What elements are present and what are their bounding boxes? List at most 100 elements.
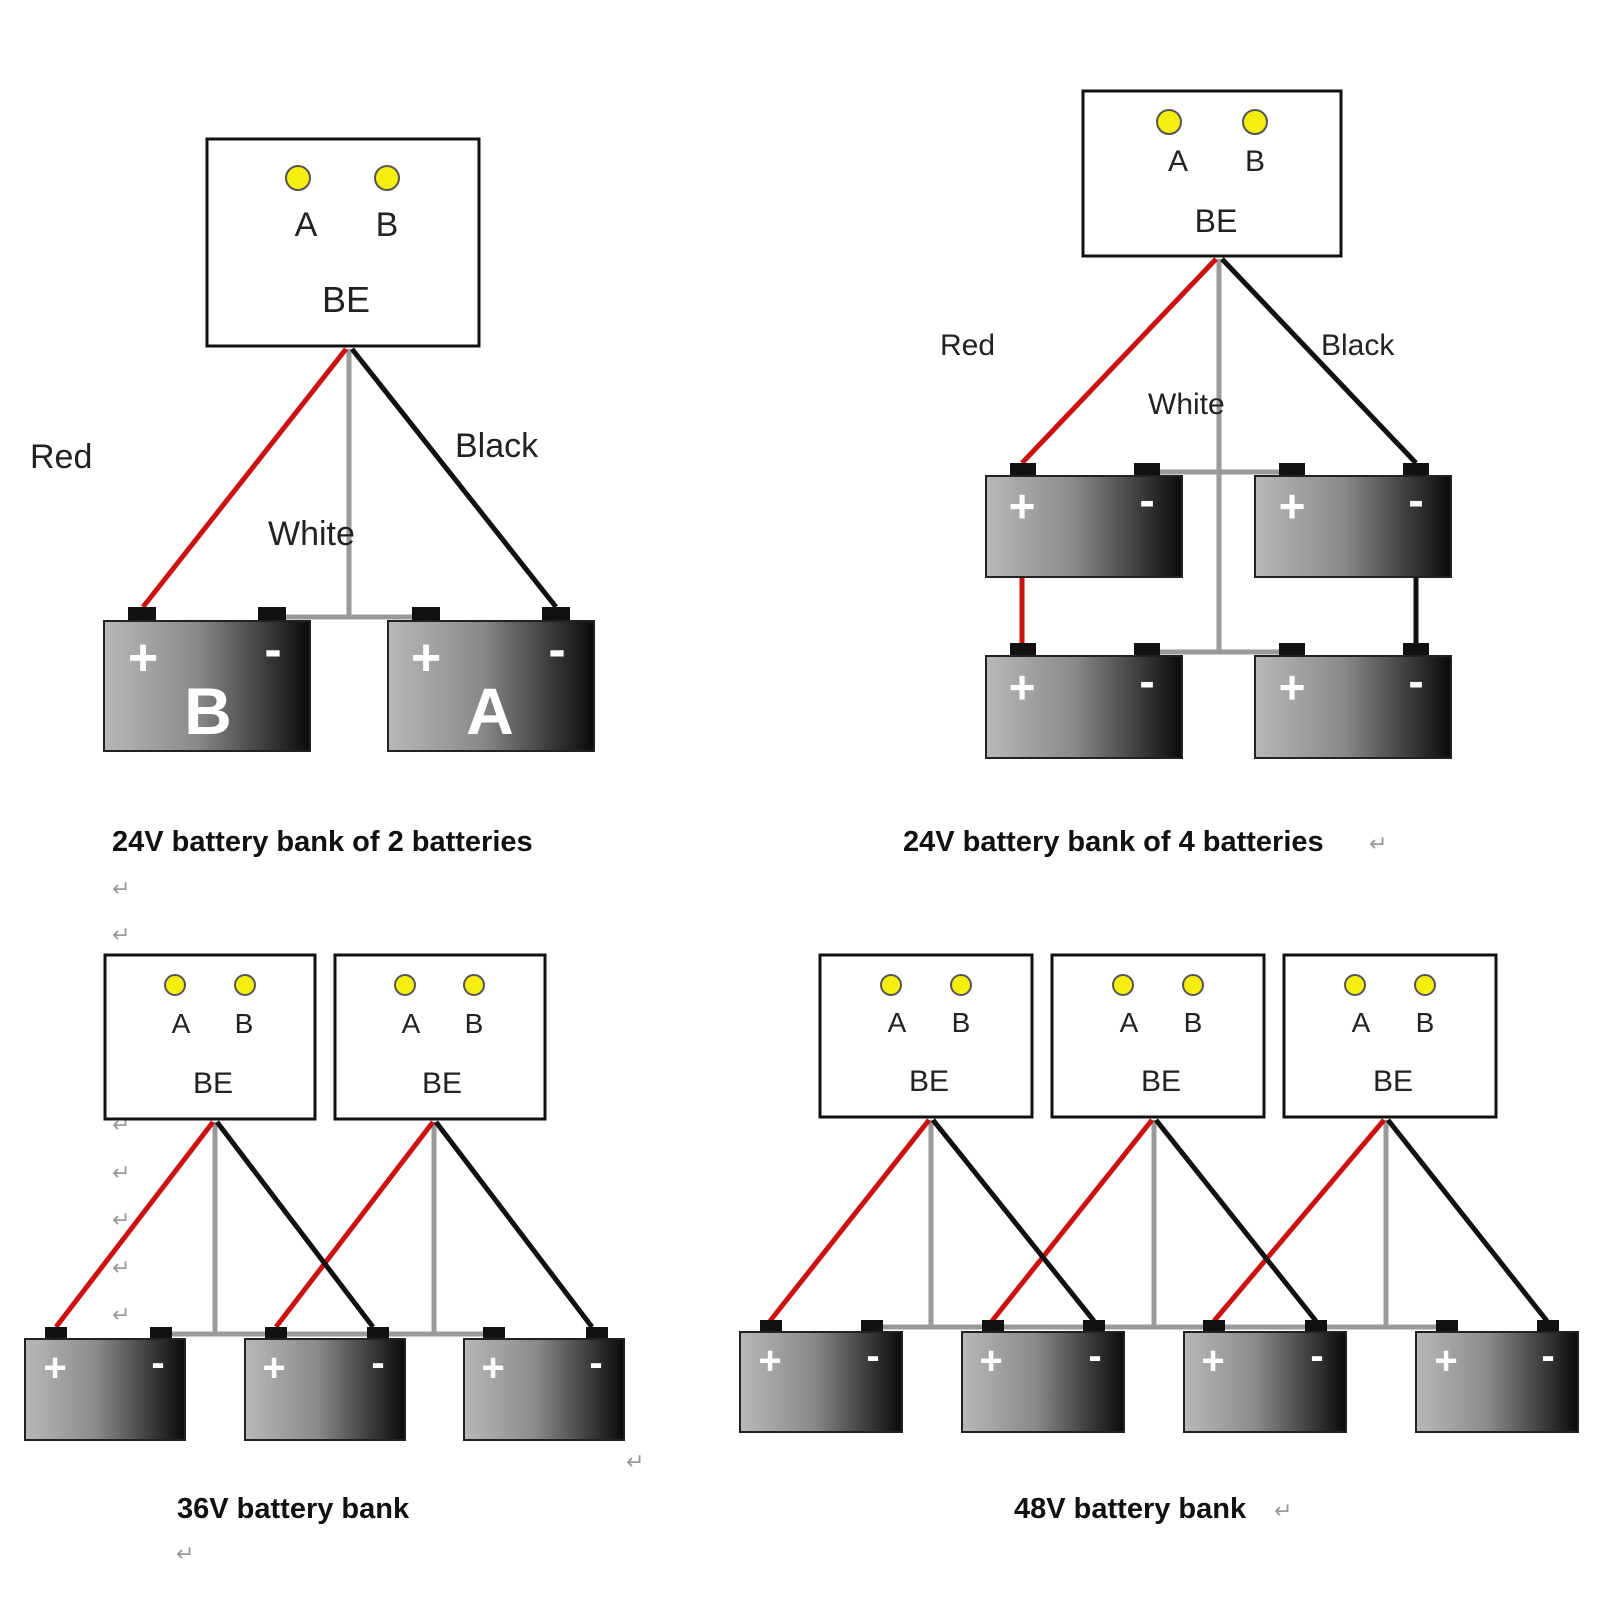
panel-24v-2-batteries: A B BE Red White Black + - B + - A 24V b…: [30, 137, 595, 858]
minus-terminal-label: -: [548, 621, 565, 679]
be-module: A B BE: [103, 953, 317, 1121]
svg-text:B: B: [1184, 1007, 1203, 1038]
battery-4: + -: [1415, 1320, 1579, 1433]
led-b-icon: [1242, 109, 1268, 135]
plus-terminal-label: +: [1009, 661, 1036, 713]
module-name: BE: [193, 1067, 233, 1100]
svg-text:+: +: [262, 1346, 285, 1390]
svg-text:B: B: [1416, 1007, 1435, 1038]
caption: 24V battery bank of 2 batteries: [112, 826, 533, 858]
return-mark: ↵: [1369, 832, 1387, 857]
svg-text:BE: BE: [909, 1065, 949, 1098]
battery-b-label: B: [184, 674, 232, 748]
led-a-icon: [1156, 109, 1182, 135]
led-b-label: B: [1245, 145, 1265, 178]
minus-terminal-label: -: [1139, 474, 1154, 526]
black-wire: [434, 1120, 594, 1329]
minus-terminal-label: -: [1139, 655, 1154, 707]
be-module: A B BE: [333, 953, 547, 1121]
panel-48v: A B BE A B BE A B BE: [739, 953, 1579, 1525]
be-module: A B BE: [1081, 89, 1343, 258]
battery-3: + -: [463, 1327, 625, 1441]
led-a-icon: [164, 974, 186, 996]
black-wire: [1154, 1118, 1318, 1323]
red-wire-label: Red: [940, 329, 995, 362]
led-b-icon: [374, 165, 400, 191]
black-wire: [350, 347, 558, 609]
led-a-label: A: [172, 1008, 191, 1039]
caption: 24V battery bank of 4 batteries: [903, 826, 1324, 858]
battery-b: + - B: [103, 607, 311, 752]
led-a-icon: [1112, 974, 1134, 996]
return-mark: ↵: [1274, 1499, 1292, 1524]
led-a-label: A: [295, 206, 318, 244]
svg-text:-: -: [1541, 1334, 1554, 1378]
led-b-label: B: [465, 1008, 484, 1039]
red-wire: [274, 1120, 435, 1329]
battery-3: + -: [1183, 1320, 1347, 1433]
white-wire-label: White: [268, 515, 355, 553]
minus-terminal-label: -: [1408, 655, 1423, 707]
be-module: A B BE: [1050, 953, 1266, 1119]
plus-terminal-label: +: [1279, 480, 1306, 532]
svg-text:A: A: [1120, 1007, 1139, 1038]
black-wire: [215, 1120, 375, 1329]
led-a-label: A: [1168, 145, 1188, 178]
module-name: BE: [1195, 203, 1238, 239]
svg-text:+: +: [979, 1339, 1002, 1383]
led-a-icon: [880, 974, 902, 996]
battery-top-left: + -: [985, 463, 1183, 578]
module-name: BE: [422, 1067, 462, 1100]
svg-text:A: A: [888, 1007, 907, 1038]
svg-text:-: -: [151, 1341, 164, 1385]
battery-bottom-right: + -: [1254, 643, 1452, 759]
caption: 48V battery bank: [1014, 1493, 1247, 1525]
led-b-icon: [234, 974, 256, 996]
led-b-icon: [1182, 974, 1204, 996]
battery-a-label: A: [466, 674, 514, 748]
svg-text:BE: BE: [1141, 1065, 1181, 1098]
red-wire-label: Red: [30, 438, 92, 476]
svg-text:+: +: [1434, 1339, 1457, 1383]
svg-text:-: -: [1310, 1334, 1323, 1378]
svg-text:↵: ↵: [112, 1161, 130, 1186]
red-wire: [768, 1118, 931, 1323]
svg-text:↵: ↵: [176, 1542, 194, 1567]
led-a-icon: [1344, 974, 1366, 996]
minus-terminal-label: -: [1408, 474, 1423, 526]
led-b-icon: [463, 974, 485, 996]
led-b-icon: [1414, 974, 1436, 996]
svg-text:B: B: [952, 1007, 971, 1038]
black-wire-label: Black: [455, 427, 539, 465]
black-wire: [1220, 257, 1418, 465]
caption: 36V battery bank: [177, 1493, 410, 1525]
white-wire-label: White: [1148, 388, 1225, 421]
svg-text:↵: ↵: [112, 1303, 130, 1328]
battery-1: + -: [739, 1320, 903, 1433]
svg-text:+: +: [758, 1339, 781, 1383]
svg-text:+: +: [43, 1346, 66, 1390]
svg-text:A: A: [1352, 1007, 1371, 1038]
plus-terminal-label: +: [1279, 661, 1306, 713]
red-wire: [990, 1118, 1154, 1323]
be-module: A B BE: [818, 953, 1034, 1119]
svg-text:↵: ↵: [112, 1256, 130, 1281]
svg-text:-: -: [866, 1334, 879, 1378]
black-wire-label: Black: [1321, 329, 1395, 362]
panel-24v-4-batteries: A B BE Red White Black + - + -: [903, 89, 1452, 858]
red-wire: [141, 347, 348, 609]
module-name: BE: [322, 279, 370, 320]
battery-1: + -: [24, 1327, 186, 1441]
led-b-icon: [950, 974, 972, 996]
be-module: A B BE: [1282, 953, 1498, 1119]
red-wire: [1212, 1118, 1386, 1323]
led-a-icon: [285, 165, 311, 191]
led-a-label: A: [402, 1008, 421, 1039]
svg-text:↵: ↵: [626, 1450, 644, 1475]
panel-36v: A B BE A B BE + - +: [24, 953, 625, 1525]
svg-text:↵: ↵: [112, 923, 130, 948]
svg-text:BE: BE: [1373, 1065, 1413, 1098]
minus-terminal-label: -: [264, 621, 281, 679]
plus-terminal-label: +: [128, 629, 158, 687]
